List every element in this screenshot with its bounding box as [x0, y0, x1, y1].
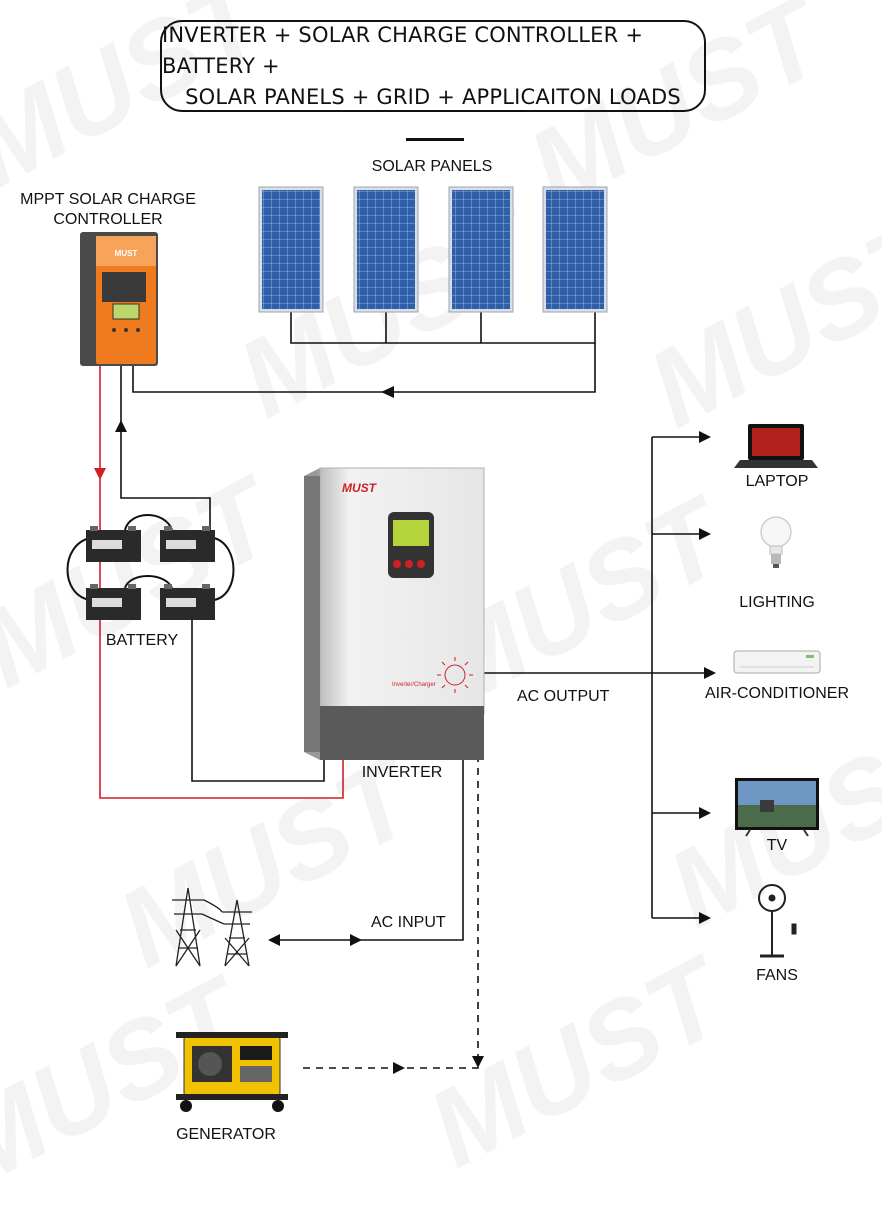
- inverter-label: INVERTER: [361, 764, 443, 781]
- solar-panel: [542, 186, 608, 313]
- load-label-fans: FANS: [756, 967, 798, 984]
- power-grid-tower-icon: [172, 887, 252, 967]
- battery: [160, 526, 215, 562]
- system-diagram: MUST MU: [66, 186, 821, 1112]
- sun-logo-icon: [437, 657, 473, 693]
- solar-panels-label: SOLAR PANELS: [371, 158, 493, 175]
- tv-icon: [735, 778, 819, 837]
- mppt-label-line-1: MPPT SOLAR CHARGE: [20, 191, 196, 208]
- battery: [86, 526, 141, 562]
- generator-icon: [176, 1032, 288, 1112]
- solar-panel: [353, 186, 419, 313]
- solar-panel: [448, 186, 514, 313]
- generator-label: GENERATOR: [176, 1126, 276, 1143]
- ac-input-label: AC INPUT: [371, 914, 446, 931]
- light-bulb-icon: [760, 516, 792, 568]
- air-conditioner-icon: [733, 650, 821, 674]
- inverter-logo: MUST: [342, 481, 378, 495]
- battery: [86, 584, 141, 620]
- ac-output-label: AC OUTPUT: [517, 688, 610, 705]
- load-label-air-conditioner: AIR-CONDITIONER: [705, 685, 849, 702]
- hybrid-inverter: MUST Inverter/Charger: [304, 467, 485, 760]
- title-line-2: SOLAR PANELS + GRID + APPLICAITON LOADS: [185, 84, 681, 109]
- wire-arrows: [94, 386, 716, 1074]
- controller-logo: MUST: [115, 249, 138, 258]
- diagram-title: INVERTER + SOLAR CHARGE CONTROLLER + BAT…: [160, 20, 706, 112]
- mppt-charge-controller: MUST: [80, 232, 158, 366]
- load-label-tv: TV: [766, 837, 788, 854]
- solar-panel-array: [258, 186, 608, 313]
- wiring: [66, 310, 710, 1069]
- title-divider: [406, 138, 464, 141]
- laptop-icon: [734, 424, 818, 468]
- battery-label: BATTERY: [105, 632, 179, 649]
- solar-panel: [258, 186, 324, 313]
- load-label-lighting: LIGHTING: [739, 594, 815, 611]
- mppt-label-line-2: CONTROLLER: [53, 211, 163, 228]
- mppt-controller-label: MPPT SOLAR CHARGE CONTROLLER: [0, 190, 216, 230]
- fan-icon: [758, 884, 797, 958]
- battery: [160, 584, 215, 620]
- inverter-face-text: Inverter/Charger: [392, 682, 436, 688]
- title-line-1: INVERTER + SOLAR CHARGE CONTROLLER + BAT…: [162, 22, 644, 78]
- battery-bank: [86, 526, 215, 620]
- load-label-laptop: LAPTOP: [745, 473, 809, 490]
